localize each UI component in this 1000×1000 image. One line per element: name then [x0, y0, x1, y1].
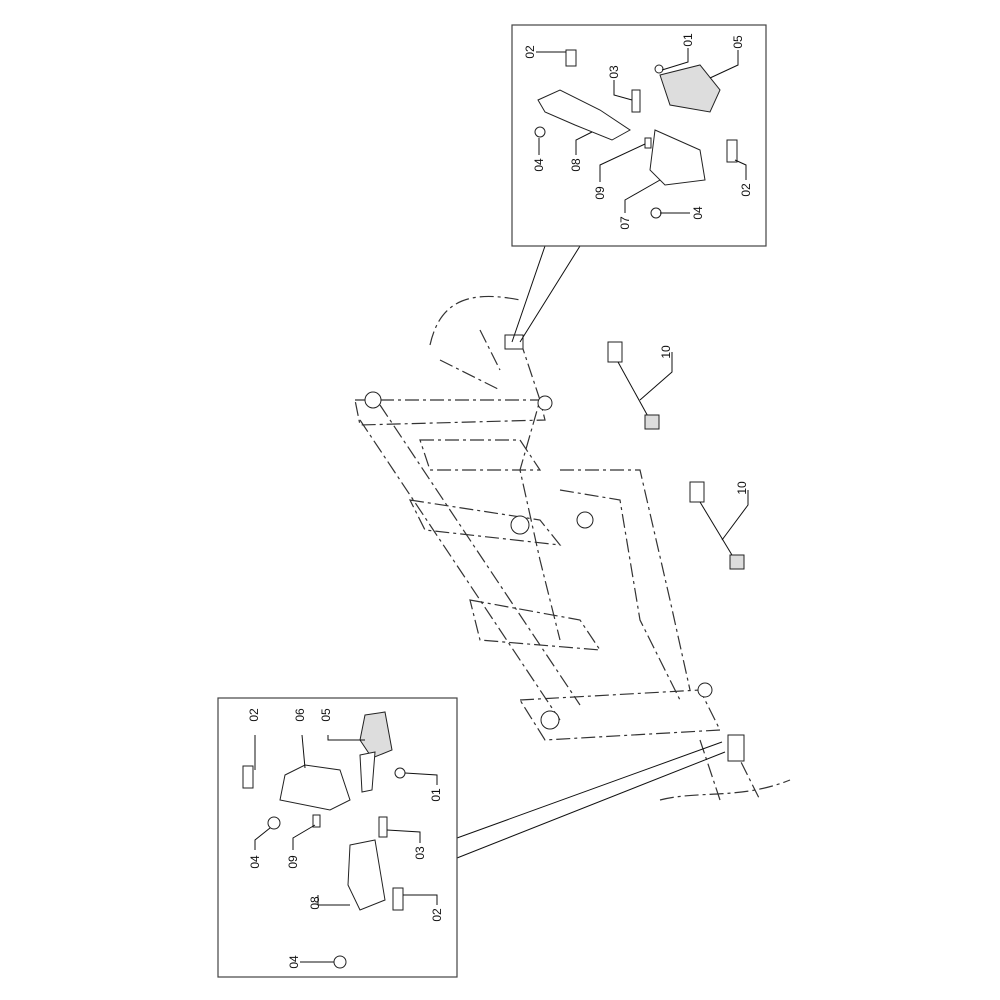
label-05: 05: [731, 35, 745, 49]
label-09: 09: [593, 186, 607, 200]
label-08: 08: [308, 896, 322, 910]
label-01: 01: [681, 33, 695, 47]
bottom-inset: 02 06 05 01 04 09 03 08 02 04: [217, 697, 458, 978]
label-10: 10: [659, 345, 673, 359]
label-09: 09: [286, 855, 300, 869]
label-04: 04: [248, 855, 262, 869]
label-06: 06: [293, 708, 307, 722]
top-inset: 02 01 05 03 08 04 09 07 04 02: [511, 24, 767, 247]
callout-lines: [456, 245, 726, 859]
label-02: 02: [523, 45, 537, 59]
label-07: 07: [618, 216, 632, 230]
label-02: 02: [739, 183, 753, 197]
label-03: 03: [607, 65, 621, 79]
label-02: 02: [430, 908, 444, 922]
label-04: 04: [287, 955, 301, 969]
label-04: 04: [532, 158, 546, 172]
label-04: 04: [691, 206, 705, 220]
label-05: 05: [319, 708, 333, 722]
label-08: 08: [569, 158, 583, 172]
wire-harness-1: 10: [607, 341, 673, 430]
label-01: 01: [429, 788, 443, 802]
label-10: 10: [735, 481, 749, 495]
label-03: 03: [413, 846, 427, 860]
label-02: 02: [247, 708, 261, 722]
wire-harness-2: 10: [689, 481, 749, 570]
vehicle-frame: [354, 295, 791, 801]
